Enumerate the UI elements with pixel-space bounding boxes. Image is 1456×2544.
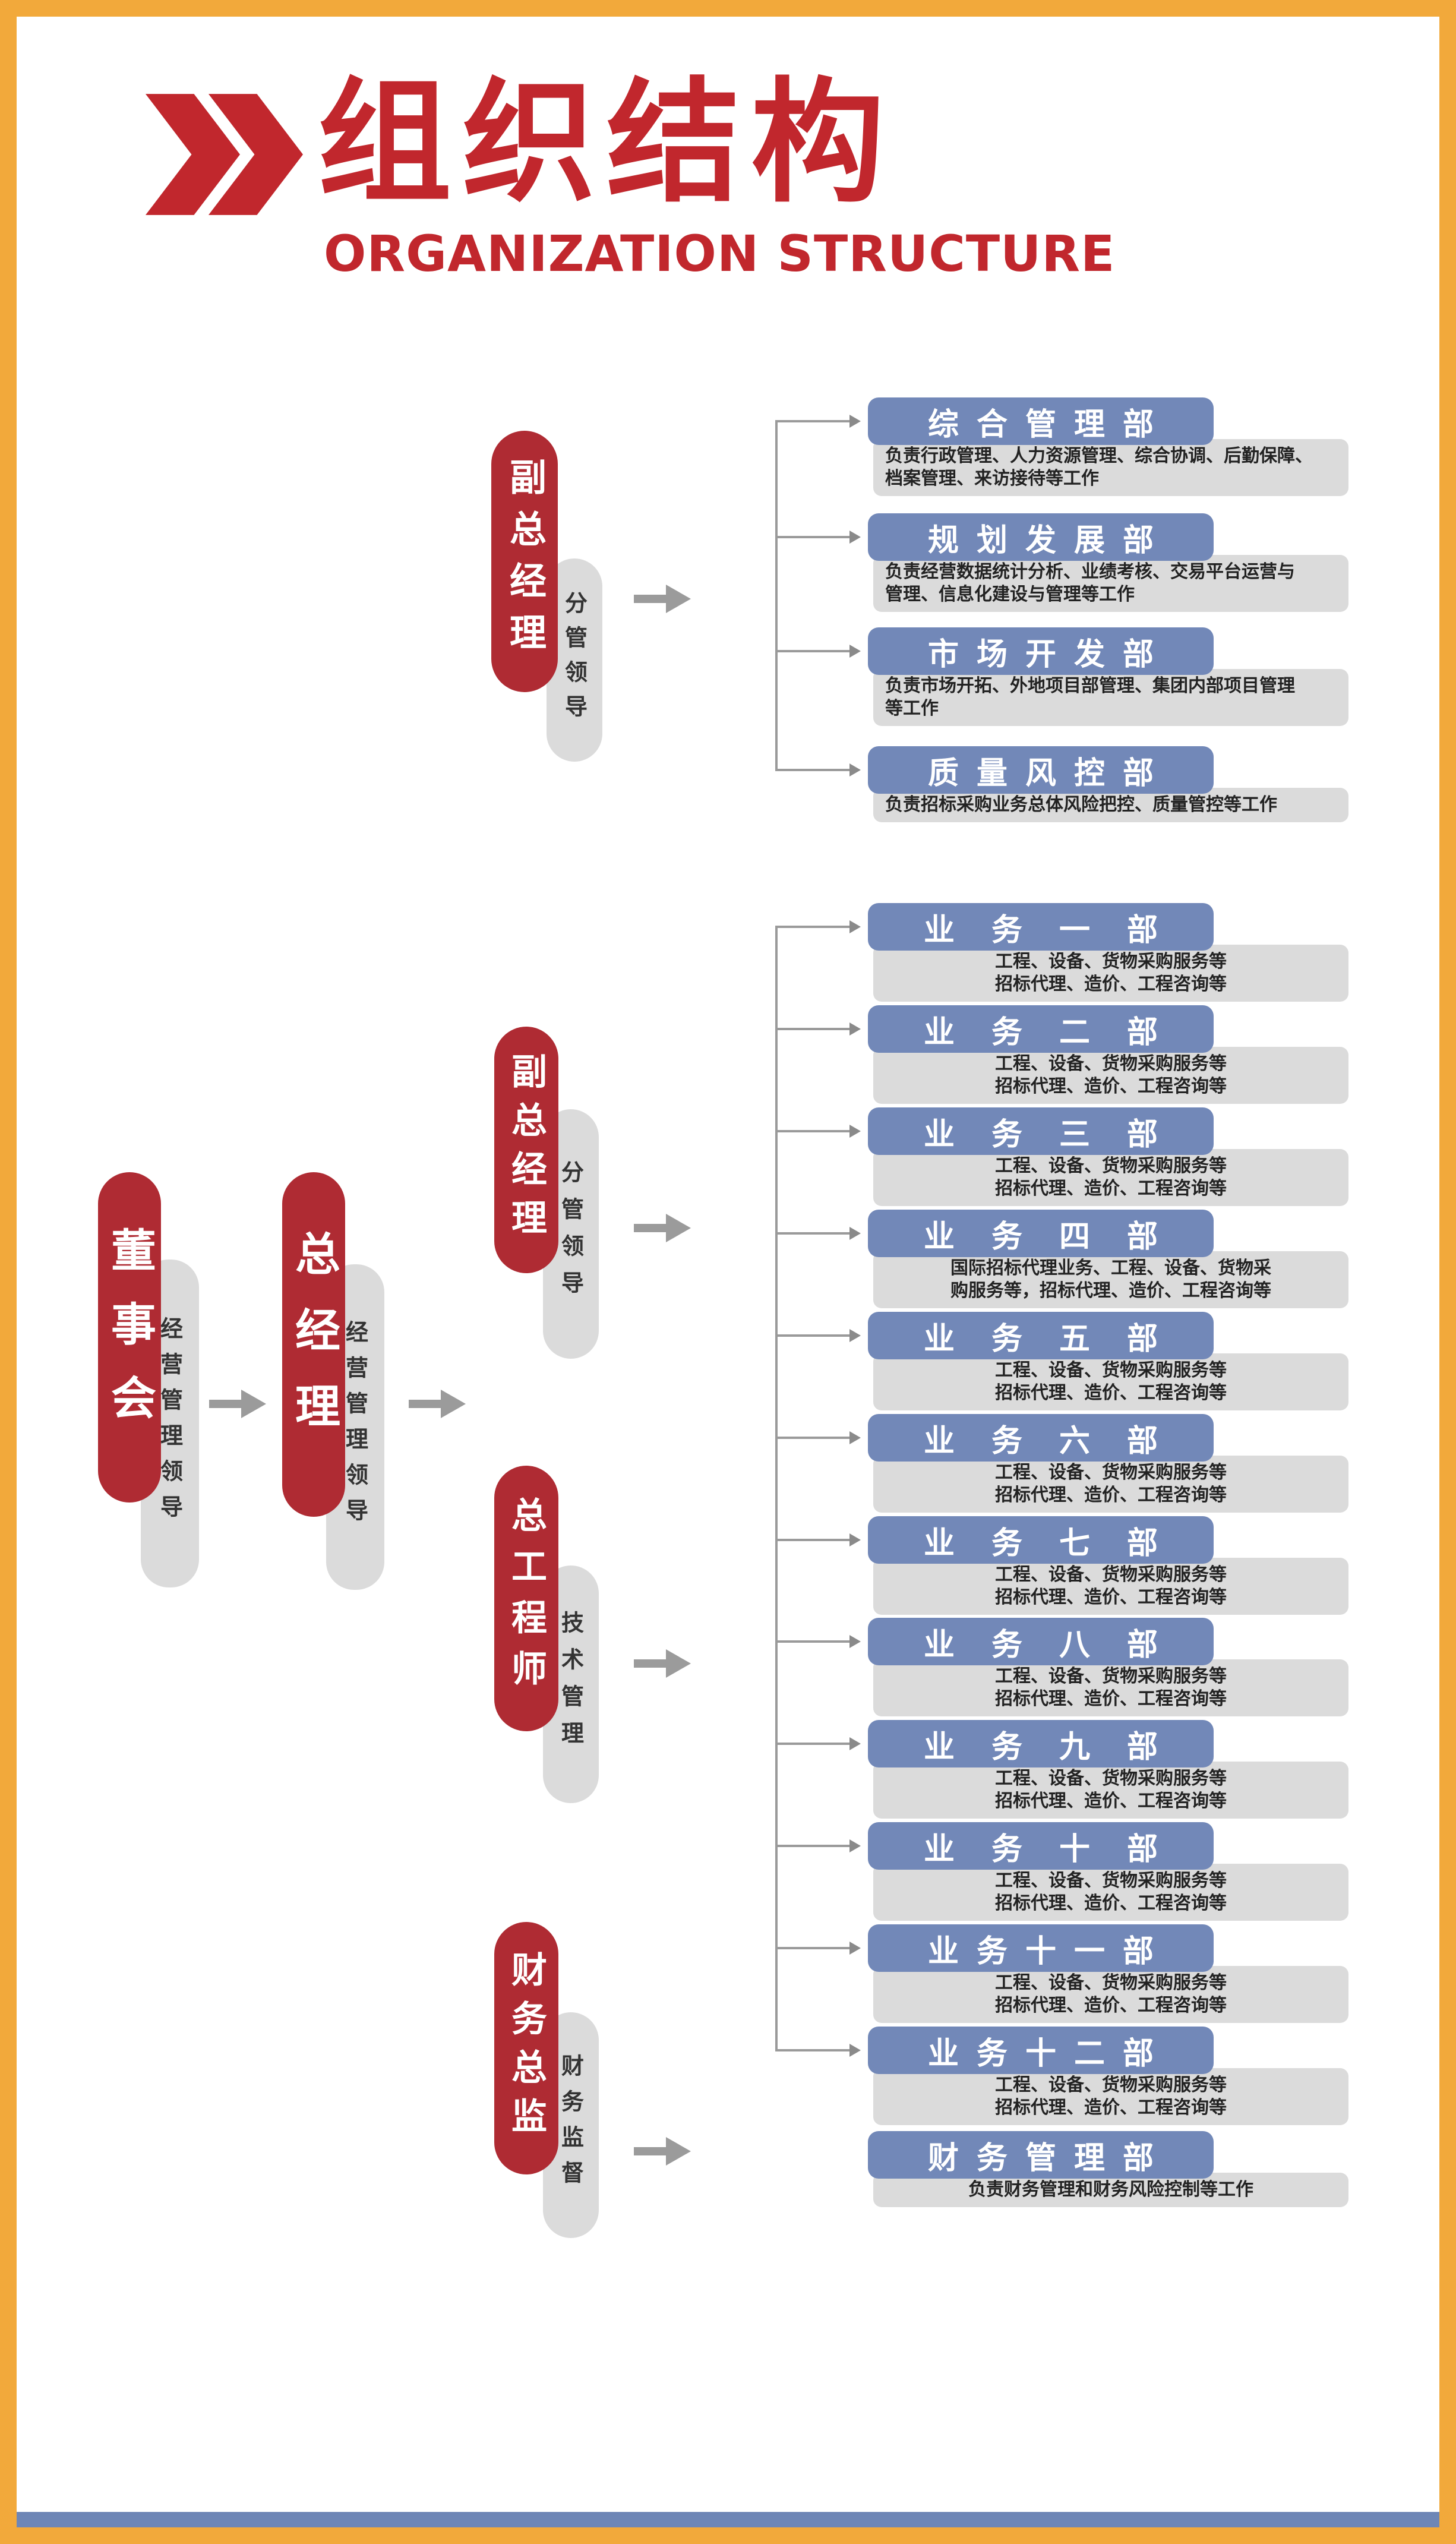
dept-desc-business-8: 工程、设备、货物采购服务等 招标代理、造价、工程咨询等 bbox=[873, 1659, 1348, 1716]
connector-stub bbox=[775, 1942, 861, 1955]
dept-desc-business-9: 工程、设备、货物采购服务等 招标代理、造价、工程咨询等 bbox=[873, 1762, 1348, 1819]
dept-desc-business-2: 工程、设备、货物采购服务等 招标代理、造价、工程咨询等 bbox=[873, 1047, 1348, 1104]
dept-desc-business-11: 工程、设备、货物采购服务等 招标代理、造价、工程咨询等 bbox=[873, 1966, 1348, 2023]
dept-desc-business-1: 工程、设备、货物采购服务等 招标代理、造价、工程咨询等 bbox=[873, 945, 1348, 1002]
connector-stub bbox=[775, 1635, 861, 1648]
leader-pill-board-of-directors: 董事会 bbox=[98, 1172, 161, 1503]
dept-pill-finance: 财务管理部 bbox=[868, 2131, 1214, 2179]
connector-stub bbox=[775, 415, 861, 428]
page-subtitle: ORGANIZATION STRUCTURE bbox=[324, 225, 1116, 283]
connector-stub bbox=[775, 1533, 861, 1546]
connector-stub bbox=[775, 2044, 861, 2057]
dept-pill-business-3: 业务三部 bbox=[868, 1107, 1214, 1155]
dept-pill-admin-3: 市场开发部 bbox=[868, 627, 1214, 675]
dept-pill-admin-1: 综合管理部 bbox=[868, 397, 1214, 445]
dept-pill-business-7: 业务七部 bbox=[868, 1516, 1214, 1564]
flow-arrow bbox=[634, 2137, 691, 2166]
dept-pill-business-6: 业务六部 bbox=[868, 1414, 1214, 1462]
dept-pill-business-12: 业务十二部 bbox=[868, 2027, 1214, 2074]
dept-desc-admin-2: 负责经营数据统计分析、业绩考核、交易平台运营与 管理、信息化建设与管理等工作 bbox=[873, 555, 1348, 612]
connector-line bbox=[775, 926, 778, 2051]
dept-pill-admin-4: 质量风控部 bbox=[868, 746, 1214, 794]
connector-stub bbox=[775, 1125, 861, 1138]
dept-pill-admin-2: 规划发展部 bbox=[868, 513, 1214, 561]
leader-pill-vice-gm-top: 副总经理 bbox=[491, 431, 558, 692]
dept-desc-business-3: 工程、设备、货物采购服务等 招标代理、造价、工程咨询等 bbox=[873, 1149, 1348, 1206]
connector-stub bbox=[775, 1839, 861, 1852]
leader-pill-general-manager: 总经理 bbox=[282, 1172, 345, 1517]
flow-arrow bbox=[634, 585, 691, 613]
connector-stub bbox=[775, 1329, 861, 1342]
dept-desc-business-10: 工程、设备、货物采购服务等 招标代理、造价、工程咨询等 bbox=[873, 1864, 1348, 1921]
flow-arrow bbox=[634, 1649, 691, 1678]
connector-stub bbox=[775, 1022, 861, 1036]
dept-desc-business-12: 工程、设备、货物采购服务等 招标代理、造价、工程咨询等 bbox=[873, 2068, 1348, 2125]
connector-stub bbox=[775, 1737, 861, 1750]
flow-arrow bbox=[634, 1214, 691, 1242]
connector-stub bbox=[775, 920, 861, 933]
double-chevron-right-icon bbox=[146, 94, 303, 215]
connector-stub bbox=[775, 763, 861, 777]
dept-pill-business-10: 业务十部 bbox=[868, 1822, 1214, 1870]
connector-stub bbox=[775, 1431, 861, 1444]
bottom-accent-bar bbox=[17, 2512, 1439, 2527]
leader-pill-finance-director: 财务总监 bbox=[494, 1922, 558, 2174]
leader-pill-chief-engineer: 总工程师 bbox=[494, 1466, 558, 1731]
dept-desc-business-7: 工程、设备、货物采购服务等 招标代理、造价、工程咨询等 bbox=[873, 1558, 1348, 1615]
dept-desc-business-4: 国际招标代理业务、工程、设备、货物采 购服务等，招标代理、造价、工程咨询等 bbox=[873, 1251, 1348, 1308]
connector-stub bbox=[775, 645, 861, 658]
dept-desc-admin-1: 负责行政管理、人力资源管理、综合协调、后勤保障、 档案管理、来访接待等工作 bbox=[873, 439, 1348, 496]
dept-pill-business-4: 业务四部 bbox=[868, 1210, 1214, 1257]
leader-pill-vice-gm: 副总经理 bbox=[494, 1027, 558, 1273]
flow-arrow bbox=[209, 1390, 266, 1418]
connector-stub bbox=[775, 1227, 861, 1240]
page-title: 组织结构 bbox=[318, 65, 895, 221]
dept-pill-business-9: 业务九部 bbox=[868, 1720, 1214, 1767]
dept-pill-business-2: 业务二部 bbox=[868, 1005, 1214, 1053]
dept-pill-business-5: 业务五部 bbox=[868, 1312, 1214, 1359]
dept-desc-business-6: 工程、设备、货物采购服务等 招标代理、造价、工程咨询等 bbox=[873, 1456, 1348, 1513]
connector-stub bbox=[775, 531, 861, 544]
dept-pill-business-1: 业务一部 bbox=[868, 903, 1214, 951]
dept-pill-business-8: 业务八部 bbox=[868, 1618, 1214, 1665]
dept-desc-business-5: 工程、设备、货物采购服务等 招标代理、造价、工程咨询等 bbox=[873, 1353, 1348, 1410]
flow-arrow bbox=[409, 1390, 466, 1418]
dept-pill-business-11: 业务十一部 bbox=[868, 1924, 1214, 1972]
dept-desc-admin-3: 负责市场开拓、外地项目部管理、集团内部项目管理 等工作 bbox=[873, 669, 1348, 726]
connector-line bbox=[775, 421, 778, 771]
